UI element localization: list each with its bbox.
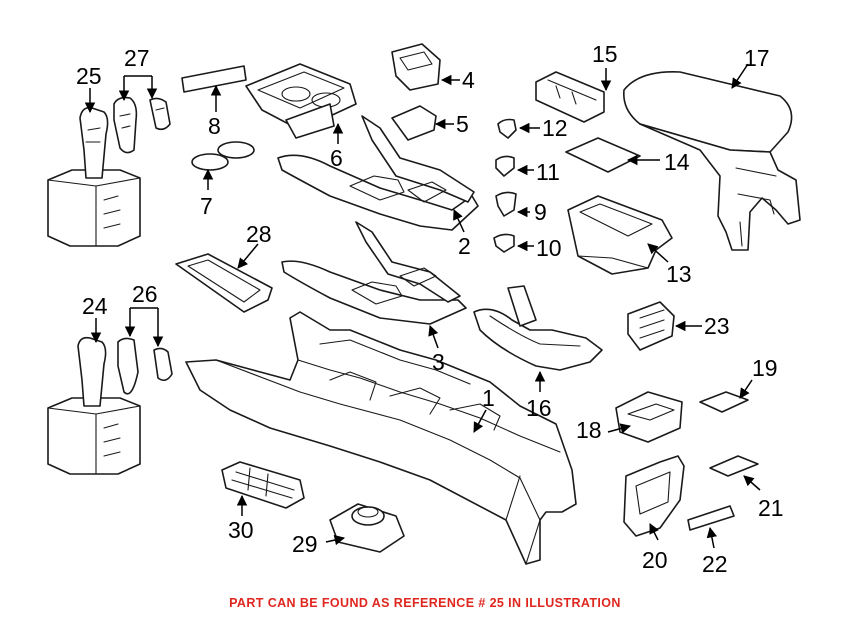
label-22: 22 (702, 551, 728, 577)
part-25-gear-selector (47, 106, 141, 247)
label-17: 17 (744, 45, 770, 71)
label-8: 8 (208, 113, 221, 139)
parts-9-to-12-clips (493, 118, 517, 253)
part-23-air-vent (627, 301, 675, 351)
part-15-bracket (535, 71, 605, 123)
part-7-mats (191, 141, 255, 171)
part-5-switch-cover (391, 105, 437, 141)
label-15: 15 (592, 41, 618, 67)
label-3: 3 (432, 349, 445, 375)
part-4-storage-tray (391, 43, 441, 91)
label-6: 6 (330, 145, 343, 171)
label-1: 1 (482, 385, 495, 411)
part-6-cupholder (245, 63, 357, 139)
label-20: 20 (642, 547, 668, 573)
part-28-tray-insert (175, 253, 273, 313)
reference-notice: PART CAN BE FOUND AS REFERENCE # 25 IN I… (229, 596, 621, 610)
label-14: 14 (664, 149, 690, 175)
leader-lines (84, 63, 761, 549)
label-10: 10 (536, 235, 562, 261)
part-13-storage-box (567, 195, 673, 275)
label-7: 7 (200, 193, 213, 219)
label-5: 5 (456, 111, 469, 137)
callout-labels: 25 27 8 7 6 4 5 2 28 3 1 24 26 30 29 12 … (76, 41, 784, 577)
part-3-trim (281, 221, 467, 325)
part-26-shift-knob-covers (117, 337, 173, 395)
label-29: 29 (292, 531, 318, 557)
part-17-armrest (623, 71, 801, 251)
parts-diagram: 25 27 8 7 6 4 5 2 28 3 1 24 26 30 29 12 … (47, 41, 801, 577)
label-13: 13 (666, 261, 692, 287)
part-8-foil (181, 65, 247, 93)
part-29-controller (329, 503, 405, 553)
part-27-shift-knob-covers (113, 96, 171, 154)
label-24: 24 (82, 293, 108, 319)
part-22-strip (687, 505, 735, 531)
label-16: 16 (526, 395, 552, 421)
part-24-gear-selector (47, 336, 141, 475)
part-2-center-trim (277, 115, 479, 231)
part-1-center-console (185, 311, 577, 565)
label-2: 2 (458, 233, 471, 259)
label-25: 25 (76, 63, 102, 89)
label-4: 4 (462, 67, 475, 93)
part-21-panel (709, 455, 759, 477)
label-12: 12 (542, 115, 568, 141)
part-18-vent-housing (615, 391, 683, 443)
label-28: 28 (246, 221, 272, 247)
label-19: 19 (752, 355, 778, 381)
part-19-panel (699, 391, 749, 413)
part-30-switch-panel (221, 461, 305, 509)
label-11: 11 (536, 159, 560, 185)
label-9: 9 (534, 199, 547, 225)
label-23: 23 (704, 313, 730, 339)
part-14-mat (565, 137, 641, 173)
part-16-trim-panel (473, 285, 603, 371)
label-18: 18 (576, 417, 602, 443)
part-20-rear-vent (623, 455, 685, 537)
label-27: 27 (124, 45, 150, 71)
label-21: 21 (758, 495, 784, 521)
label-30: 30 (228, 517, 254, 543)
label-26: 26 (132, 281, 158, 307)
